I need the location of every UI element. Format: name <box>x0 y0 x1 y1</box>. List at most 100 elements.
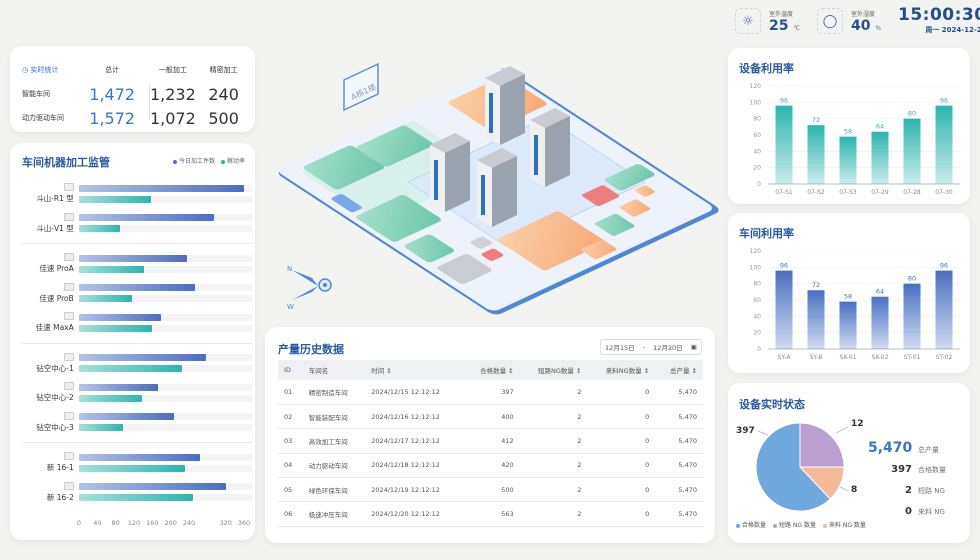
pie-slice[interactable] <box>799 422 845 468</box>
bar[interactable] <box>807 125 825 184</box>
table-cell: 2024/12/19 12:12:12 <box>365 477 464 503</box>
panel-title: 设备实时状态 <box>739 398 805 411</box>
panel-title: 车间机器加工监管 <box>22 156 110 169</box>
bar[interactable] <box>935 270 953 349</box>
rate-track <box>78 394 252 402</box>
stats-header: ◷ 实时统计 总计 一般加工 精密加工 <box>22 58 245 82</box>
bar[interactable] <box>871 131 889 184</box>
bar[interactable] <box>839 136 857 184</box>
date-range-picker[interactable]: 12月15日 - 12月20日 ▣ <box>600 339 702 355</box>
bar[interactable] <box>807 290 825 349</box>
zone-teal-1[interactable] <box>355 125 435 168</box>
rate-bar <box>78 424 124 432</box>
temp-label: 室外温度 <box>769 10 794 18</box>
machine-bars <box>78 413 252 432</box>
pie-label-material: 8 <box>851 485 858 495</box>
x-tick-label: SY-A <box>778 354 792 361</box>
data-label: 96 <box>940 262 948 270</box>
bar[interactable] <box>775 270 793 349</box>
date-from[interactable]: 12月15日 <box>605 344 635 352</box>
bar[interactable] <box>775 105 793 184</box>
machine-name: 钻空中心-3 <box>36 422 74 432</box>
rate-bar <box>78 265 145 273</box>
zone-teal-6[interactable] <box>594 213 636 236</box>
machine-label: 佳速 ProB <box>22 282 79 304</box>
bar[interactable] <box>871 296 889 349</box>
count-bar <box>78 453 200 461</box>
y-tick-label: 40 <box>753 313 761 320</box>
x-tick-label: 07-S1 <box>775 189 793 196</box>
count-bar <box>78 383 158 391</box>
bar[interactable] <box>903 283 921 349</box>
zone-teal-4[interactable] <box>403 234 456 264</box>
calendar-icon[interactable]: ▣ <box>690 343 697 351</box>
table-cell: 极速冲压车间 <box>302 501 366 527</box>
count-bar <box>78 184 244 192</box>
y-tick-label: 60 <box>753 132 761 139</box>
bar[interactable] <box>935 105 953 184</box>
column-header[interactable]: 来料NG数量 ↕ <box>587 360 656 380</box>
leader-line <box>839 486 850 492</box>
zone-teal-2[interactable] <box>302 145 386 191</box>
machine-label: 斗山-R1 型 <box>22 183 79 204</box>
table-cell: 02 <box>278 404 303 430</box>
zone-orange-small[interactable] <box>618 199 651 217</box>
data-label: 80 <box>908 275 916 283</box>
table-cell: 2024/12/17 12:12:12 <box>365 428 464 454</box>
legend-label: 合格数量 <box>742 522 767 529</box>
column-header[interactable]: 短路NG数量 ↕ <box>519 360 588 380</box>
machine-icon <box>63 312 74 321</box>
x-tick-label: SK-01 <box>840 354 857 361</box>
x-tick-label: 07-28 <box>903 189 921 196</box>
machine-name: 新 16-2 <box>46 492 74 502</box>
rate-track <box>78 424 252 432</box>
machine-icon <box>63 253 74 262</box>
count-bar <box>78 413 174 421</box>
count-bar <box>78 284 196 292</box>
table-cell: 高效加工车间 <box>302 428 366 454</box>
bar[interactable] <box>839 301 857 349</box>
table-cell: 2 <box>519 501 588 527</box>
machine-row: 钻空中心-2 <box>22 378 252 408</box>
panel-title: 车间利用率 <box>739 227 794 240</box>
factory-floor-map: A栋1楼 N W <box>278 62 719 315</box>
column-header[interactable]: 合格数量 ↕ <box>463 360 520 380</box>
zone-red[interactable] <box>581 185 621 207</box>
bar[interactable] <box>903 118 921 184</box>
zone-red-small[interactable] <box>480 248 504 261</box>
compass-w: W <box>287 303 294 311</box>
table-cell: 0 <box>587 501 656 527</box>
legend-rate: 稼动率 <box>220 156 245 165</box>
date-to[interactable]: 12月20日 <box>653 344 683 352</box>
zone-teal-5[interactable] <box>603 163 656 191</box>
count-bar <box>78 354 206 362</box>
column-header[interactable]: 时间 ↕ <box>365 360 464 380</box>
zone-orange-main[interactable] <box>496 210 607 271</box>
rate-bar <box>78 464 186 472</box>
rate-track <box>78 225 252 233</box>
workshop-name: 智能车间 <box>22 90 50 98</box>
legend-label: 今日加工件数 <box>178 158 215 165</box>
zone-teal-3[interactable] <box>354 194 443 243</box>
count-track <box>78 453 252 461</box>
column-header[interactable]: 总产量 ↕ <box>655 360 703 380</box>
pie-slice[interactable] <box>755 422 831 512</box>
zone-orange-tiny[interactable] <box>634 185 656 197</box>
table-cell: 5,470 <box>655 453 703 479</box>
machine-label: 新 16-2 <box>22 481 79 503</box>
y-tick-label: 0 <box>757 181 761 188</box>
table-cell: 0 <box>587 453 656 479</box>
zone-blue-strip <box>331 194 362 213</box>
zone-orange-small[interactable] <box>580 239 618 260</box>
x-tick-label: 07-S3 <box>839 189 857 196</box>
table-cell: 2024/12/15 12:12:12 <box>365 380 464 405</box>
machine-label: 佳速 MaxA <box>22 312 79 333</box>
